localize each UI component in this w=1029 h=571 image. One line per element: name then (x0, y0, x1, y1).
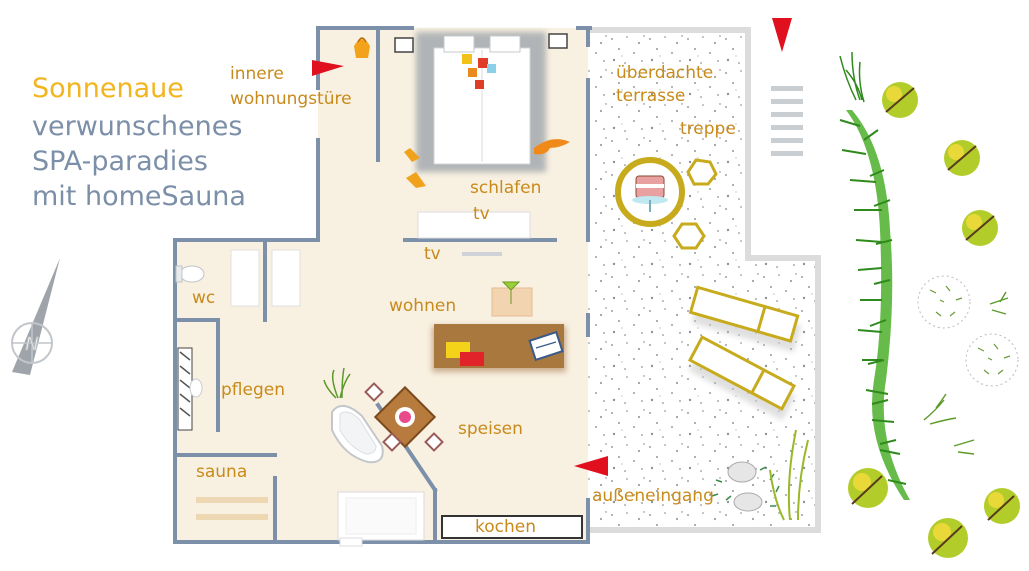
sofa-icon (432, 324, 566, 372)
kitchen-counter (441, 515, 583, 539)
deck-chair-icon (687, 285, 802, 421)
label-wohnungstuere: wohnungstüre (230, 89, 352, 109)
bush-icon (848, 82, 1020, 558)
title-line-2: verwunschenes (32, 111, 243, 142)
label-tv-lower: tv (424, 244, 441, 264)
label-wohnen: wohnen (389, 296, 457, 316)
stair-icon (771, 86, 803, 156)
dining-area (364, 382, 444, 452)
label-kochen: kochen (475, 517, 536, 537)
cake-icon (615, 157, 685, 227)
bath-room (177, 347, 384, 464)
plant-icon (323, 367, 351, 399)
label-wc: wc (192, 288, 216, 308)
label-tv-upper: tv (473, 204, 490, 224)
label-treppe: treppe (680, 119, 736, 139)
label-innere: innere (230, 64, 284, 84)
toilet-icon (175, 265, 205, 283)
seed-patches (917, 275, 1019, 455)
compass-icon: N (11, 258, 60, 375)
garden-stones (711, 429, 809, 521)
tv-furniture (417, 211, 531, 256)
label-schlafen: schlafen (470, 178, 542, 198)
label-sauna: sauna (196, 462, 248, 482)
decor-items (354, 37, 570, 188)
walls (173, 26, 592, 544)
label-speisen: speisen (458, 419, 523, 439)
title-line-3: SPA-paradies (32, 146, 208, 177)
hedge (839, 51, 910, 500)
entry-arrow-icon (312, 18, 792, 476)
label-aussen: außeneingang (592, 486, 714, 506)
title-line-4: mit homeSauna (32, 181, 246, 212)
compass-letter: N (25, 334, 38, 355)
wc-room (175, 249, 301, 307)
bathtub-icon (331, 405, 384, 464)
sauna-room (196, 491, 425, 547)
label-pflegen: pflegen (221, 380, 285, 400)
cushion-icons (462, 54, 496, 89)
title-line-1: Sonnenaue (32, 73, 184, 104)
bedroom (394, 32, 568, 172)
living-room (432, 281, 566, 372)
label-terrasse: terrasse (616, 86, 686, 106)
terrace-furniture (615, 157, 802, 421)
label-ueberdachte: überdachte (616, 63, 714, 83)
